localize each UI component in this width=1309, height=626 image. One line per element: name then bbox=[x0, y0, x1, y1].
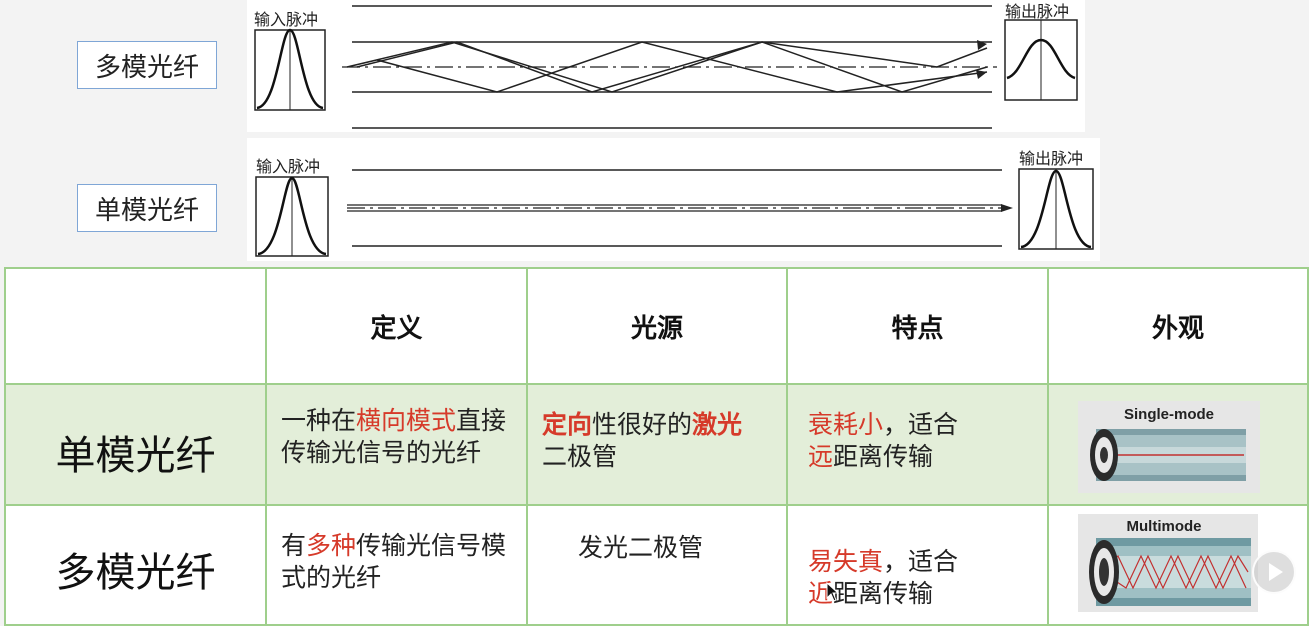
singlemode-src-mid: 性很好的 bbox=[592, 410, 693, 439]
singlemode-def-b: 直接传输光信号的光纤 bbox=[281, 406, 507, 467]
header-features: 特点 bbox=[786, 267, 1049, 385]
multimode-label: 多模光纤 bbox=[77, 41, 217, 89]
multimode-fiber-image: Multimode bbox=[1078, 514, 1258, 612]
play-icon[interactable] bbox=[1252, 550, 1296, 594]
singlemode-source: 定向性很好的激光二极管 bbox=[526, 383, 788, 506]
multimode-def-b: 传输光信号模式的光纤 bbox=[281, 531, 507, 592]
singlemode-def-a: 一种在 bbox=[281, 406, 357, 435]
singlemode-feat-end: 距离传输 bbox=[833, 442, 934, 471]
singlemode-src-highlight-1: 定向 bbox=[542, 410, 593, 439]
singlemode-diagram-graphic bbox=[255, 168, 1094, 257]
header-light-source: 光源 bbox=[526, 267, 788, 385]
table-row-singlemode: 单模光纤 一种在横向模式直接传输光信号的光纤 定向性很好的激光二极管 衰耗小，适… bbox=[4, 383, 1309, 506]
multimode-source: 发光二极管 bbox=[526, 504, 788, 626]
singlemode-fiber-image: Single-mode bbox=[1078, 401, 1260, 493]
multimode-name-cell: 多模光纤 bbox=[4, 504, 267, 626]
multimode-def-a: 有 bbox=[281, 531, 307, 560]
comparison-table: 定义 光源 特点 外观 单模光纤 一种在横向模式直接传输光信号的光纤 定向性很好… bbox=[4, 267, 1309, 626]
multimode-diagram-graphic bbox=[254, 5, 1078, 129]
multimode-features: 易失真，适合近距离传输 bbox=[786, 504, 1049, 626]
multimode-feat-highlight-1: 易失真 bbox=[808, 547, 884, 576]
singlemode-label: 单模光纤 bbox=[77, 184, 217, 232]
mouse-cursor-icon bbox=[826, 582, 840, 602]
multimode-output-pulse-label: 输出脉冲 bbox=[1005, 2, 1070, 21]
table-row-multimode: 多模光纤 有多种传输光信号模式的光纤 发光二极管 易失真，适合近距离传输 Mul… bbox=[4, 504, 1309, 626]
singlemode-input-pulse-label: 输入脉冲 bbox=[256, 157, 321, 176]
multimode-def-highlight: 多种 bbox=[306, 531, 357, 560]
multimode-diagram: 输入脉冲 输出脉冲 bbox=[247, 0, 1085, 132]
singlemode-feat-highlight-2: 远 bbox=[808, 442, 834, 471]
header-empty bbox=[4, 267, 267, 385]
singlemode-output-pulse-label: 输出脉冲 bbox=[1019, 149, 1084, 168]
singlemode-appearance: Single-mode bbox=[1047, 383, 1309, 506]
multimode-input-pulse-label: 输入脉冲 bbox=[254, 10, 319, 29]
multimode-src: 发光二极管 bbox=[578, 533, 704, 562]
multimode-feat-end: 距离传输 bbox=[833, 579, 934, 608]
header-definition: 定义 bbox=[265, 267, 528, 385]
singlemode-diagram: 输入脉冲 输出脉冲 bbox=[247, 138, 1100, 261]
singlemode-feat-highlight-1: 衰耗小 bbox=[808, 410, 884, 439]
singlemode-name: 单模光纤 bbox=[55, 433, 216, 479]
singlemode-src-highlight-2: 激光 bbox=[692, 410, 743, 439]
singlemode-def-highlight: 横向模式 bbox=[356, 406, 457, 435]
singlemode-feat-mid: ，适合 bbox=[883, 410, 959, 439]
multimode-feat-mid: ，适合 bbox=[883, 547, 959, 576]
header-appearance: 外观 bbox=[1047, 267, 1309, 385]
singlemode-name-cell: 单模光纤 bbox=[4, 383, 267, 506]
singlemode-definition: 一种在横向模式直接传输光信号的光纤 bbox=[265, 383, 528, 506]
singlemode-look-label: Single-mode bbox=[1124, 406, 1214, 423]
singlemode-src-end: 二极管 bbox=[542, 442, 618, 471]
multimode-look-label: Multimode bbox=[1127, 518, 1202, 535]
multimode-definition: 有多种传输光信号模式的光纤 bbox=[265, 504, 528, 626]
table-header-row: 定义 光源 特点 外观 bbox=[4, 267, 1309, 385]
singlemode-features: 衰耗小，适合远距离传输 bbox=[786, 383, 1049, 506]
multimode-name: 多模光纤 bbox=[55, 550, 216, 596]
